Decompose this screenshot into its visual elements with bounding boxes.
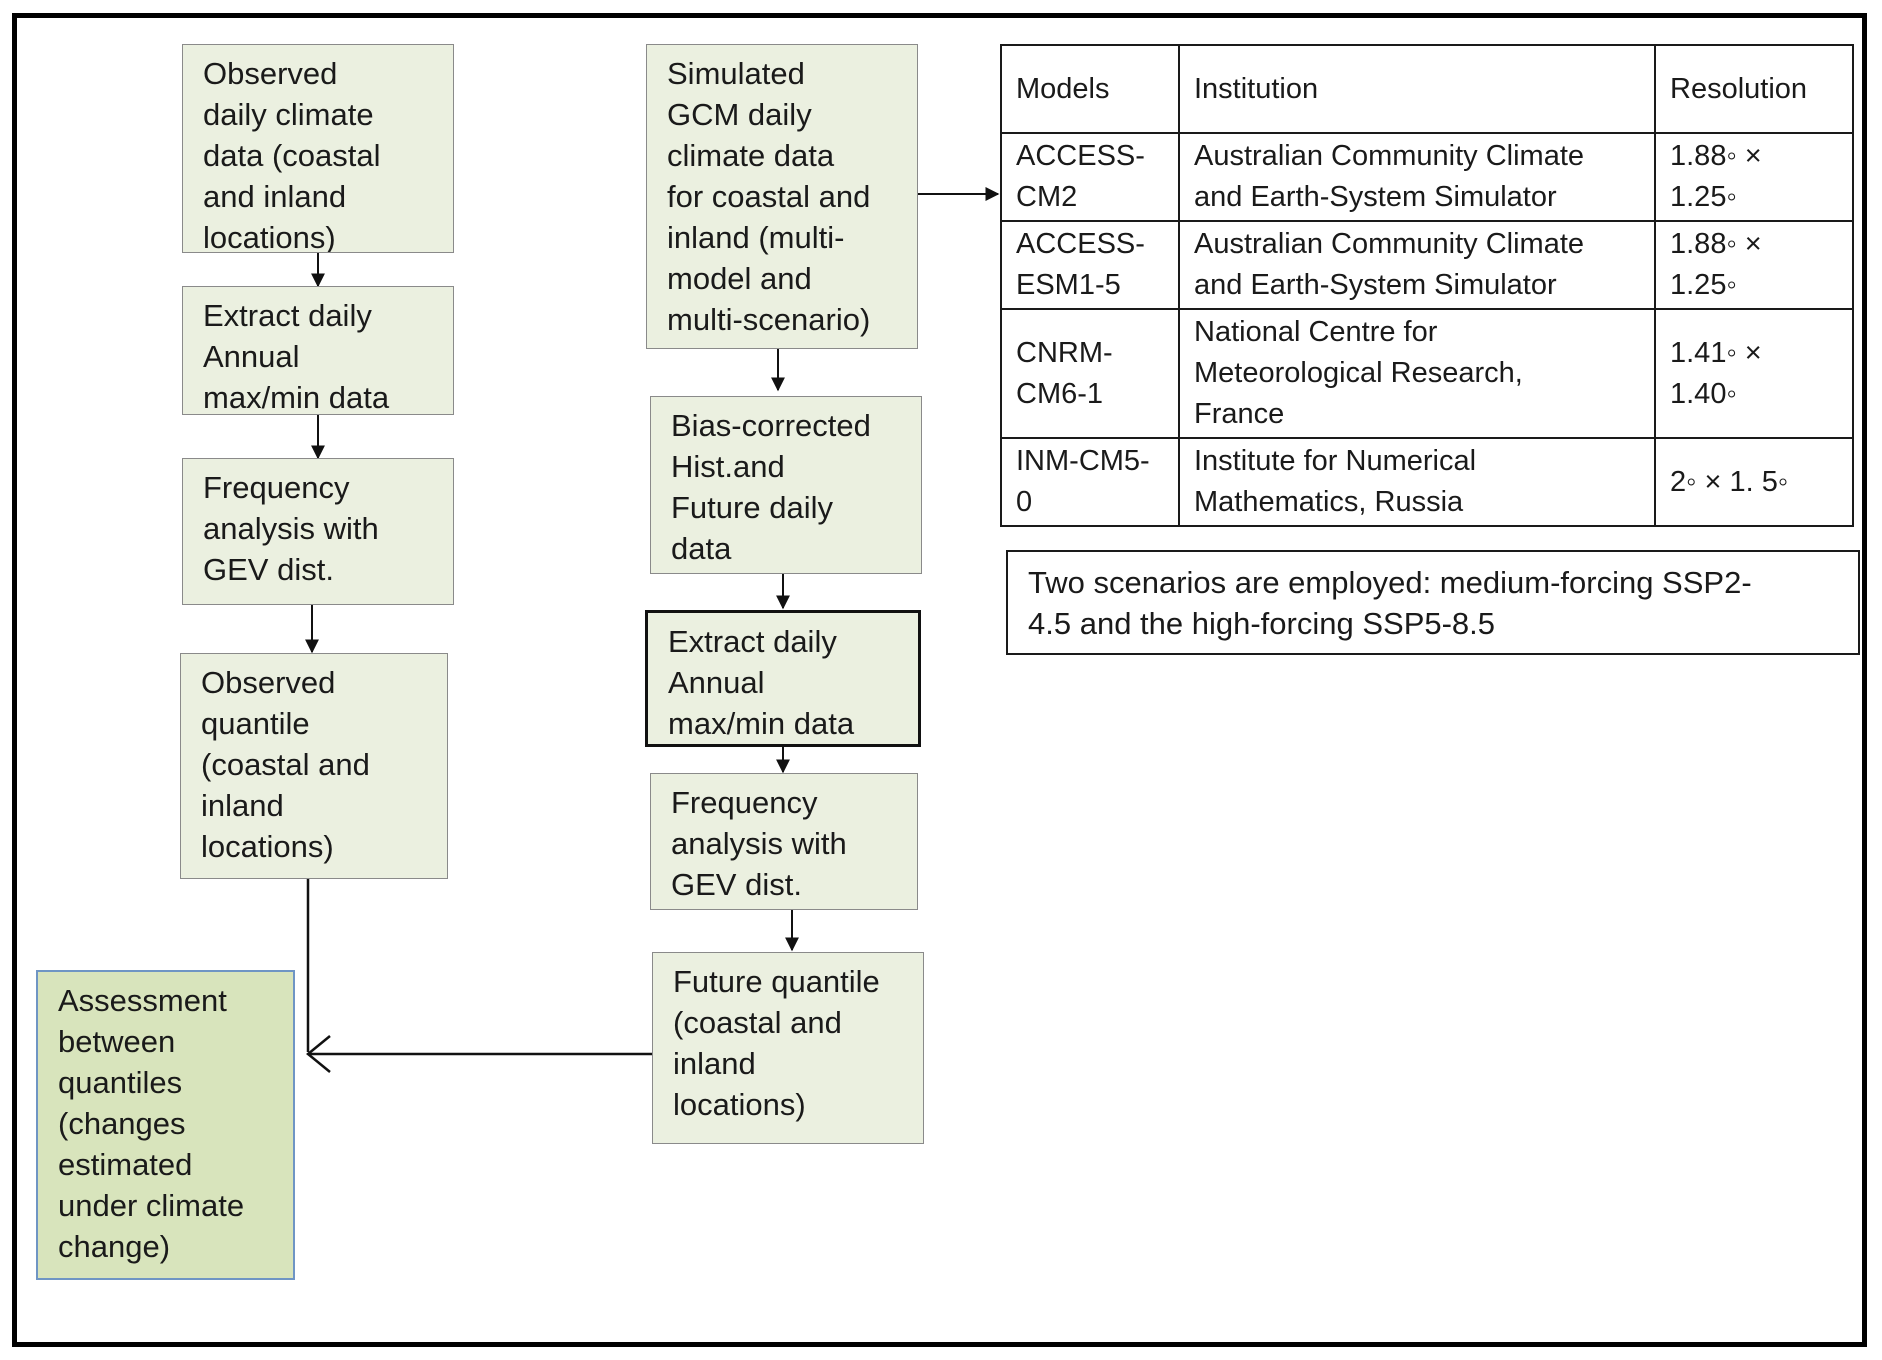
institution-cell: Australian Community Climate and Earth-S…: [1178, 220, 1656, 310]
table-row: ACCESS- ESM1-5 Australian Community Clim…: [1000, 220, 1854, 310]
table-row: INM-CM5- 0 Institute for Numerical Mathe…: [1000, 437, 1854, 527]
model-cell: ACCESS- ESM1-5: [1000, 220, 1180, 310]
resolution-cell: 1.88◦ × 1.25◦: [1654, 220, 1854, 310]
extract-observed-box: Extract daily Annual max/min data: [182, 286, 454, 415]
resolution-cell: 2◦ × 1. 5◦: [1654, 437, 1854, 527]
arrowhead-assessment: [306, 1035, 331, 1073]
model-cell: ACCESS- CM2: [1000, 132, 1180, 222]
observed-data-box: Observed daily climate data (coastal and…: [182, 44, 454, 253]
frequency-simulated-box: Frequency analysis with GEV dist.: [650, 773, 918, 910]
table-row: CNRM- CM6-1 National Centre for Meteorol…: [1000, 308, 1854, 439]
resolution-cell: 1.88◦ × 1.25◦: [1654, 132, 1854, 222]
models-table: Models Institution Resolution ACCESS- CM…: [1000, 44, 1854, 527]
resolution-cell: 1.41◦ × 1.40◦: [1654, 308, 1854, 439]
institution-cell: Australian Community Climate and Earth-S…: [1178, 132, 1656, 222]
institution-cell: Institute for Numerical Mathematics, Rus…: [1178, 437, 1656, 527]
header-resolution: Resolution: [1654, 44, 1854, 134]
assessment-box: Assessment between quantiles (changes es…: [36, 970, 295, 1280]
header-institution: Institution: [1178, 44, 1656, 134]
future-quantile-box: Future quantile (coastal and inland loca…: [652, 952, 924, 1144]
model-cell: INM-CM5- 0: [1000, 437, 1180, 527]
table-row: ACCESS- CM2 Australian Community Climate…: [1000, 132, 1854, 222]
institution-cell: National Centre for Meteorological Resea…: [1178, 308, 1656, 439]
bias-corrected-box: Bias-corrected Hist.and Future daily dat…: [650, 396, 922, 574]
header-models: Models: [1000, 44, 1180, 134]
model-cell: CNRM- CM6-1: [1000, 308, 1180, 439]
extract-simulated-box: Extract daily Annual max/min data: [645, 610, 921, 747]
table-header-row: Models Institution Resolution: [1000, 44, 1854, 134]
observed-quantile-box: Observed quantile (coastal and inland lo…: [180, 653, 448, 879]
simulated-gcm-box: Simulated GCM daily climate data for coa…: [646, 44, 918, 349]
frequency-observed-box: Frequency analysis with GEV dist.: [182, 458, 454, 605]
scenario-note: Two scenarios are employed: medium-forci…: [1006, 550, 1860, 655]
